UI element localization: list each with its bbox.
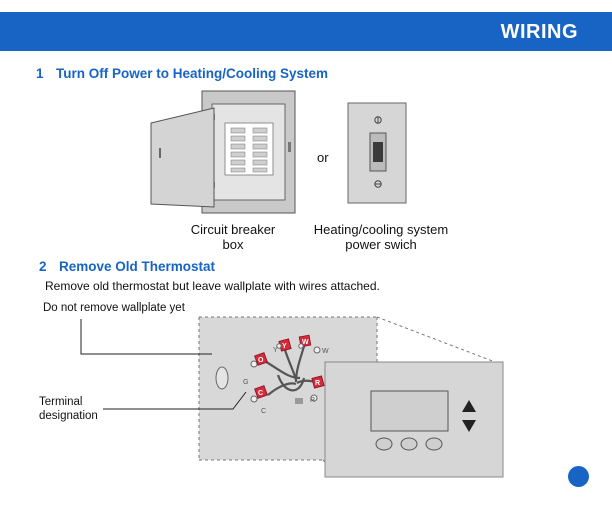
terminal-c-label: C [261, 408, 266, 415]
terminal-w-label: W [322, 348, 329, 355]
terminal-y-label: Y [273, 347, 278, 354]
or-separator: or [317, 150, 329, 165]
caption-switch-line-2: power swich [300, 237, 462, 252]
callout-wallplate: Do not remove wallplate yet [43, 302, 185, 314]
power-switch-illustration [348, 103, 406, 203]
caption-switch-line-1: Heating/cooling system [300, 222, 462, 237]
terminal-w-tag-label: W [302, 339, 309, 346]
page-indicator-dot [568, 466, 589, 487]
terminal-g-label: G [243, 379, 248, 386]
thermostat-illustration [325, 362, 503, 477]
caption-power-switch: Heating/cooling system power swich [300, 222, 462, 252]
step-2-title: Remove Old Thermostat [59, 259, 215, 274]
terminal-o-tag-label: O [258, 357, 264, 364]
terminal-r-label: R [310, 397, 315, 404]
caption-breaker-line-1: Circuit breaker [170, 222, 296, 237]
caption-breaker-line-2: box [170, 237, 296, 252]
callout-terminal-line-2: designation [39, 409, 98, 423]
terminal-y-tag-label: Y [282, 343, 287, 350]
terminal-c-tag-label: C [258, 390, 263, 397]
callout-terminal-line-1: Terminal [39, 395, 98, 409]
terminal-r-tag-label: R [315, 380, 320, 387]
circuit-breaker-box-illustration [151, 91, 295, 213]
step-2-instruction: Remove old thermostat but leave wallplat… [45, 279, 380, 293]
caption-breaker-box: Circuit breaker box [170, 222, 296, 252]
step-2-number: 2 [39, 259, 59, 274]
callout-terminal-designation: Terminal designation [39, 395, 98, 423]
